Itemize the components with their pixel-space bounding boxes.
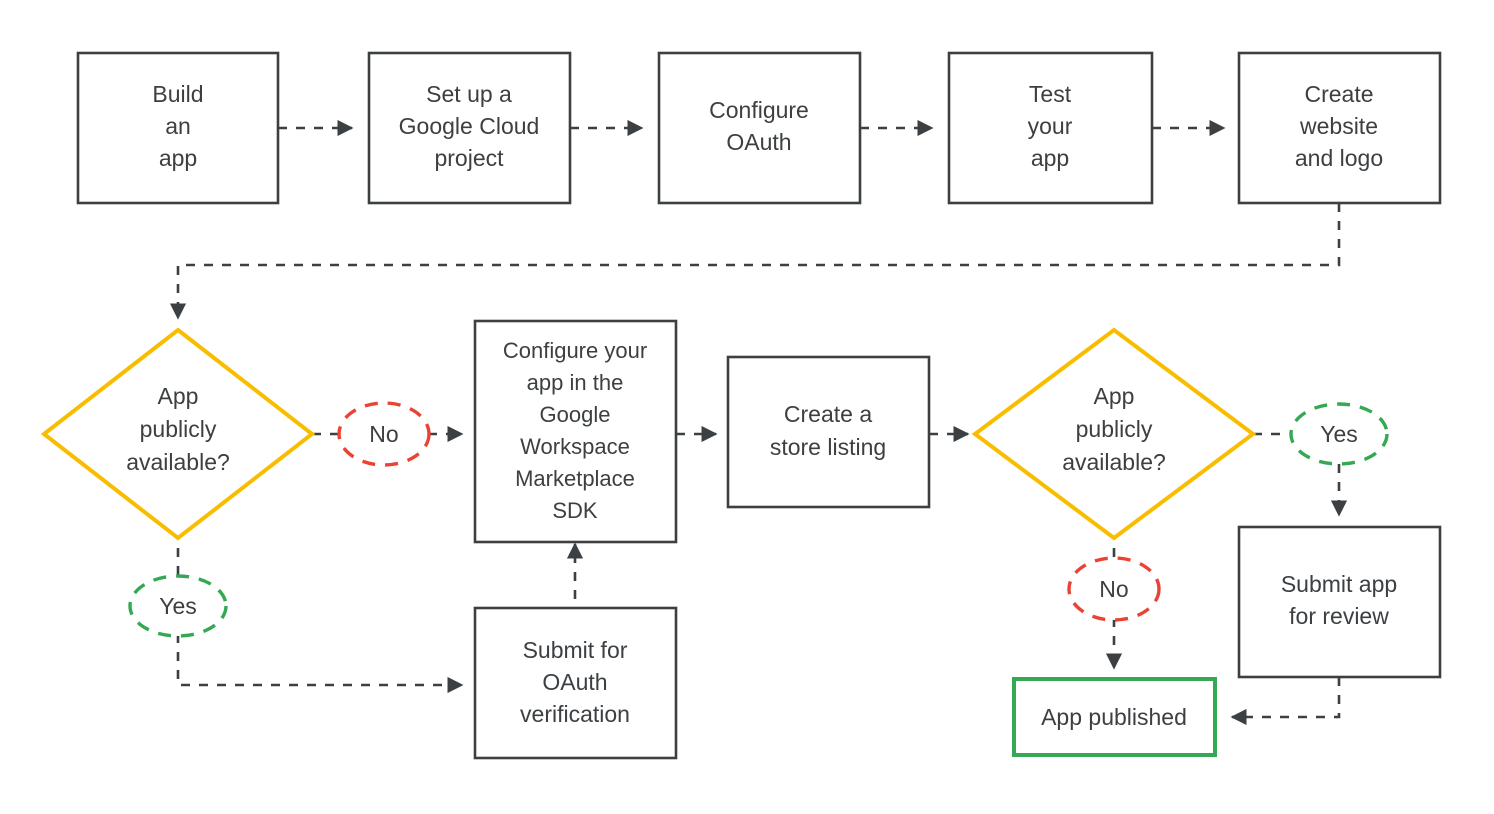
node-create-website-and-logo-shape[interactable] bbox=[1237, 51, 1442, 205]
node-test-your-app-shape[interactable] bbox=[947, 51, 1154, 205]
edge-label-decision-one-yes: Yes bbox=[128, 574, 228, 638]
node-decision-one-line-3: available? bbox=[126, 449, 230, 475]
node-create-website-and-logo-line-3: and logo bbox=[1295, 145, 1383, 171]
node-google-cloud-project[interactable]: Set up a Google Cloud project bbox=[367, 51, 572, 205]
edge-submit-for-review-to-app-published bbox=[1230, 677, 1341, 726]
node-create-store-listing[interactable]: Create a store listing bbox=[726, 355, 931, 509]
node-submit-oauth-verification[interactable]: Submit for OAuth verification bbox=[473, 606, 678, 760]
node-decision-two-line-2: publicly bbox=[1076, 416, 1153, 442]
node-app-published[interactable]: App published bbox=[1012, 677, 1217, 757]
edge-yes-label-to-oauth-verification bbox=[176, 634, 464, 694]
node-submit-app-for-review-line-2: for review bbox=[1289, 603, 1389, 629]
node-configure-oauth-line-1: Configure bbox=[709, 97, 809, 123]
node-create-store-listing-line-2: store listing bbox=[770, 434, 886, 460]
edge-label-decision-two-yes-text: Yes bbox=[1320, 421, 1358, 447]
node-google-cloud-project-shape[interactable] bbox=[367, 51, 572, 205]
node-decision-two-line-1: App bbox=[1094, 383, 1135, 409]
edge-website-to-decision-one bbox=[169, 203, 1341, 320]
node-submit-oauth-verification-line-1: Submit for bbox=[523, 637, 628, 663]
node-google-cloud-project-line-3: project bbox=[434, 145, 504, 171]
node-build-an-app-shape[interactable] bbox=[76, 51, 280, 205]
node-build-an-app-line-2: an bbox=[165, 113, 191, 139]
node-test-your-app-line-3: app bbox=[1031, 145, 1069, 171]
node-decision-two[interactable]: App publicly available? bbox=[971, 327, 1257, 541]
node-decision-one-shape[interactable] bbox=[40, 327, 316, 541]
node-decision-one-line-1: App bbox=[158, 383, 199, 409]
node-configure-oauth-line-2: OAuth bbox=[726, 129, 791, 155]
node-configure-sdk-line-2: app in the bbox=[527, 370, 624, 395]
node-test-your-app-line-2: your bbox=[1028, 113, 1073, 139]
node-decision-two-shape[interactable] bbox=[971, 327, 1257, 541]
node-decision-two-line-3: available? bbox=[1062, 449, 1166, 475]
node-configure-sdk-line-4: Workspace bbox=[520, 434, 630, 459]
edge-label-decision-one-no: No bbox=[337, 401, 431, 467]
node-test-your-app-line-1: Test bbox=[1029, 81, 1072, 107]
node-submit-oauth-verification-line-3: verification bbox=[520, 701, 630, 727]
node-submit-app-for-review-shape[interactable] bbox=[1237, 525, 1442, 679]
node-configure-sdk-line-5: Marketplace bbox=[515, 466, 635, 491]
node-google-cloud-project-line-2: Google Cloud bbox=[399, 113, 540, 139]
node-create-store-listing-shape[interactable] bbox=[726, 355, 931, 509]
edge-label-decision-one-no-shape bbox=[337, 401, 431, 467]
edge-label-decision-one-yes-text: Yes bbox=[159, 593, 197, 619]
node-configure-sdk-line-1: Configure your bbox=[503, 338, 647, 363]
node-build-an-app[interactable]: Build an app bbox=[76, 51, 280, 205]
edge-label-decision-two-no-shape bbox=[1067, 556, 1161, 622]
node-configure-sdk[interactable]: Configure your app in the Google Workspa… bbox=[473, 319, 678, 544]
node-google-cloud-project-line-1: Set up a bbox=[426, 81, 512, 107]
node-create-website-and-logo-line-2: website bbox=[1299, 113, 1378, 139]
edge-label-decision-two-yes: Yes bbox=[1289, 402, 1389, 466]
node-configure-sdk-shape[interactable] bbox=[473, 319, 678, 544]
node-decision-one[interactable]: App publicly available? bbox=[40, 327, 316, 541]
node-configure-sdk-line-3: Google bbox=[540, 402, 611, 427]
node-create-website-and-logo[interactable]: Create website and logo bbox=[1237, 51, 1442, 205]
node-build-an-app-line-3: app bbox=[159, 145, 197, 171]
node-configure-sdk-line-6: SDK bbox=[552, 498, 598, 523]
node-create-website-and-logo-line-1: Create bbox=[1304, 81, 1373, 107]
edge-label-decision-one-no-text: No bbox=[369, 421, 398, 447]
node-submit-app-for-review-line-1: Submit app bbox=[1281, 571, 1397, 597]
node-build-an-app-line-1: Build bbox=[152, 81, 203, 107]
edge-label-decision-two-yes-shape bbox=[1289, 402, 1389, 466]
edge-label-decision-two-no-text: No bbox=[1099, 576, 1128, 602]
node-decision-one-line-2: publicly bbox=[140, 416, 217, 442]
node-submit-oauth-verification-line-2: OAuth bbox=[542, 669, 607, 695]
node-app-published-shape[interactable] bbox=[1012, 677, 1217, 757]
node-configure-oauth[interactable]: Configure OAuth bbox=[657, 51, 862, 205]
node-submit-oauth-verification-shape[interactable] bbox=[473, 606, 678, 760]
edge-label-decision-one-yes-shape bbox=[128, 574, 228, 638]
edge-label-decision-two-no: No bbox=[1067, 556, 1161, 622]
node-create-store-listing-line-1: Create a bbox=[784, 401, 872, 427]
node-submit-app-for-review[interactable]: Submit app for review bbox=[1237, 525, 1442, 679]
node-configure-oauth-shape[interactable] bbox=[657, 51, 862, 205]
node-test-your-app[interactable]: Test your app bbox=[947, 51, 1154, 205]
node-app-published-label: App published bbox=[1041, 704, 1187, 730]
